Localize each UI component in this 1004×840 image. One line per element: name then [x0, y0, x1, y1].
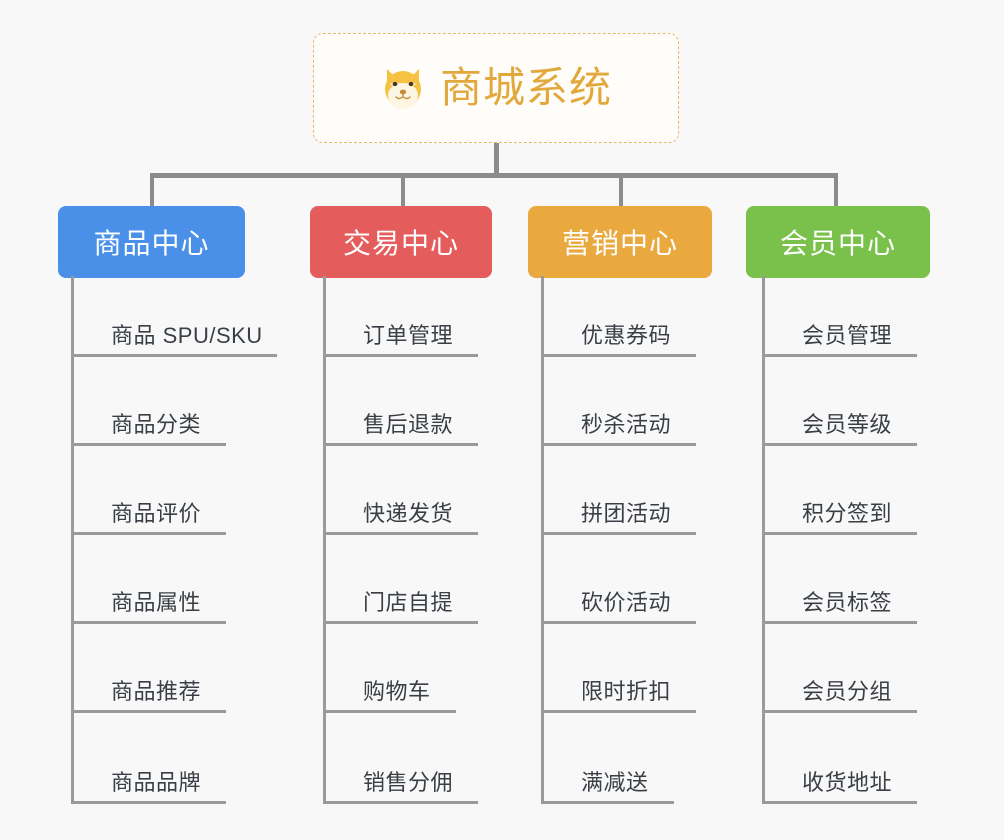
leaf-item-label: 满减送	[581, 770, 649, 795]
leaf-item-label: 秒杀活动	[581, 412, 672, 437]
leaf-item-label: 销售分佣	[363, 770, 454, 795]
leaf-item-label: 商品推荐	[111, 679, 202, 704]
leaf-item[interactable]: 满减送	[541, 770, 674, 804]
leaf-item-label: 商品分类	[111, 412, 202, 437]
branch-label: 商品中心	[93, 228, 210, 259]
leaf-item[interactable]: 会员标签	[762, 590, 917, 624]
leaf-item[interactable]: 商品分类	[71, 412, 226, 446]
leaf-item-label: 限时折扣	[581, 679, 672, 704]
branch-label: 交易中心	[342, 228, 459, 259]
leaf-spine	[762, 276, 765, 804]
leaf-item[interactable]: 积分签到	[762, 501, 917, 535]
leaf-item-label: 售后退款	[363, 412, 454, 437]
leaf-item-label: 商品 SPU/SKU	[111, 323, 263, 348]
leaf-item[interactable]: 会员分组	[762, 679, 917, 713]
shiba-dog-face-icon	[380, 65, 426, 111]
leaf-item[interactable]: 商品属性	[71, 590, 226, 624]
branch-box-marketing-center[interactable]: 营销中心	[528, 206, 712, 278]
leaf-item[interactable]: 商品评价	[71, 501, 226, 535]
leaf-item-label: 积分签到	[802, 501, 893, 526]
leaf-item[interactable]: 会员管理	[762, 323, 917, 357]
branch-box-member-center[interactable]: 会员中心	[746, 206, 930, 278]
leaf-item-label: 收货地址	[802, 770, 893, 795]
leaf-item-label: 门店自提	[363, 590, 454, 615]
leaf-item-label: 优惠券码	[581, 323, 672, 348]
leaf-item[interactable]: 秒杀活动	[541, 412, 696, 446]
leaf-item-label: 商品评价	[111, 501, 202, 526]
root-title: 商城系统	[439, 64, 612, 111]
leaf-item[interactable]: 商品 SPU/SKU	[71, 323, 277, 357]
leaf-item[interactable]: 拼团活动	[541, 501, 696, 535]
leaf-spine	[541, 276, 544, 804]
leaf-item[interactable]: 限时折扣	[541, 679, 696, 713]
leaf-item[interactable]: 订单管理	[323, 323, 478, 357]
connector-drop-3	[619, 173, 623, 208]
connector-drop-4	[834, 173, 838, 208]
leaf-item[interactable]: 会员等级	[762, 412, 917, 446]
branch-label: 会员中心	[779, 228, 896, 259]
leaf-item[interactable]: 商品推荐	[71, 679, 226, 713]
leaf-spine	[71, 276, 74, 804]
root-node-shopping-mall-system[interactable]: 商城系统	[313, 33, 679, 143]
leaf-item-label: 购物车	[363, 679, 431, 704]
leaf-item-label: 会员管理	[802, 323, 893, 348]
leaf-item[interactable]: 销售分佣	[323, 770, 478, 804]
branch-box-product-center[interactable]: 商品中心	[58, 206, 245, 278]
leaf-item-label: 商品品牌	[111, 770, 202, 795]
leaf-item-label: 砍价活动	[581, 590, 672, 615]
leaf-item-label: 会员标签	[802, 590, 893, 615]
leaf-item[interactable]: 购物车	[323, 679, 456, 713]
leaf-item-label: 订单管理	[363, 323, 454, 348]
leaf-item-label: 拼团活动	[581, 501, 672, 526]
leaf-item[interactable]: 快递发货	[323, 501, 478, 535]
leaf-spine	[323, 276, 326, 804]
connector-root-stem	[494, 143, 499, 177]
connector-drop-2	[401, 173, 405, 208]
leaf-item[interactable]: 优惠券码	[541, 323, 696, 357]
connector-horizontal-bus	[150, 173, 838, 178]
leaf-item-label: 会员等级	[802, 412, 893, 437]
leaf-item-label: 商品属性	[111, 590, 202, 615]
leaf-item[interactable]: 门店自提	[323, 590, 478, 624]
leaf-item-label: 快递发货	[363, 501, 454, 526]
leaf-item-label: 会员分组	[802, 679, 893, 704]
leaf-item[interactable]: 收货地址	[762, 770, 917, 804]
leaf-item[interactable]: 商品品牌	[71, 770, 226, 804]
branch-box-trade-center[interactable]: 交易中心	[310, 206, 492, 278]
leaf-item[interactable]: 砍价活动	[541, 590, 696, 624]
connector-drop-1	[150, 173, 154, 208]
branch-label: 营销中心	[561, 228, 678, 259]
leaf-item[interactable]: 售后退款	[323, 412, 478, 446]
